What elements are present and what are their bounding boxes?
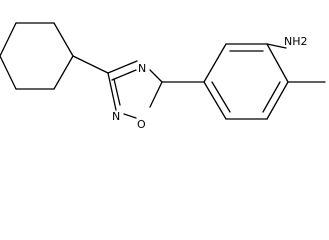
bond bbox=[72, 55, 109, 74]
bond bbox=[211, 81, 231, 113]
oxadiazole-ring bbox=[107, 60, 163, 119]
atom-label-o: O bbox=[137, 118, 146, 131]
bond bbox=[53, 55, 74, 90]
bond bbox=[0, 22, 17, 57]
bond bbox=[262, 81, 281, 113]
bond bbox=[0, 55, 17, 90]
bond bbox=[203, 43, 227, 83]
structure-diagram: NH2 N N O bbox=[0, 22, 326, 131]
bond bbox=[113, 78, 121, 106]
bond bbox=[266, 81, 289, 120]
bond bbox=[149, 69, 163, 83]
bond bbox=[111, 69, 137, 81]
benzene-ring bbox=[203, 43, 289, 120]
bond bbox=[107, 72, 117, 111]
bond bbox=[203, 81, 227, 120]
bond bbox=[53, 22, 74, 57]
bond bbox=[149, 81, 163, 108]
cyclohexane-ring bbox=[0, 22, 74, 90]
bond bbox=[266, 43, 289, 83]
bond bbox=[266, 43, 287, 49]
bond bbox=[107, 60, 138, 74]
atom-label-amine: NH2 bbox=[284, 35, 308, 48]
atom-label-n-upper: N bbox=[138, 62, 146, 75]
atom-label-n-lower: N bbox=[112, 110, 120, 123]
bond bbox=[123, 113, 137, 119]
